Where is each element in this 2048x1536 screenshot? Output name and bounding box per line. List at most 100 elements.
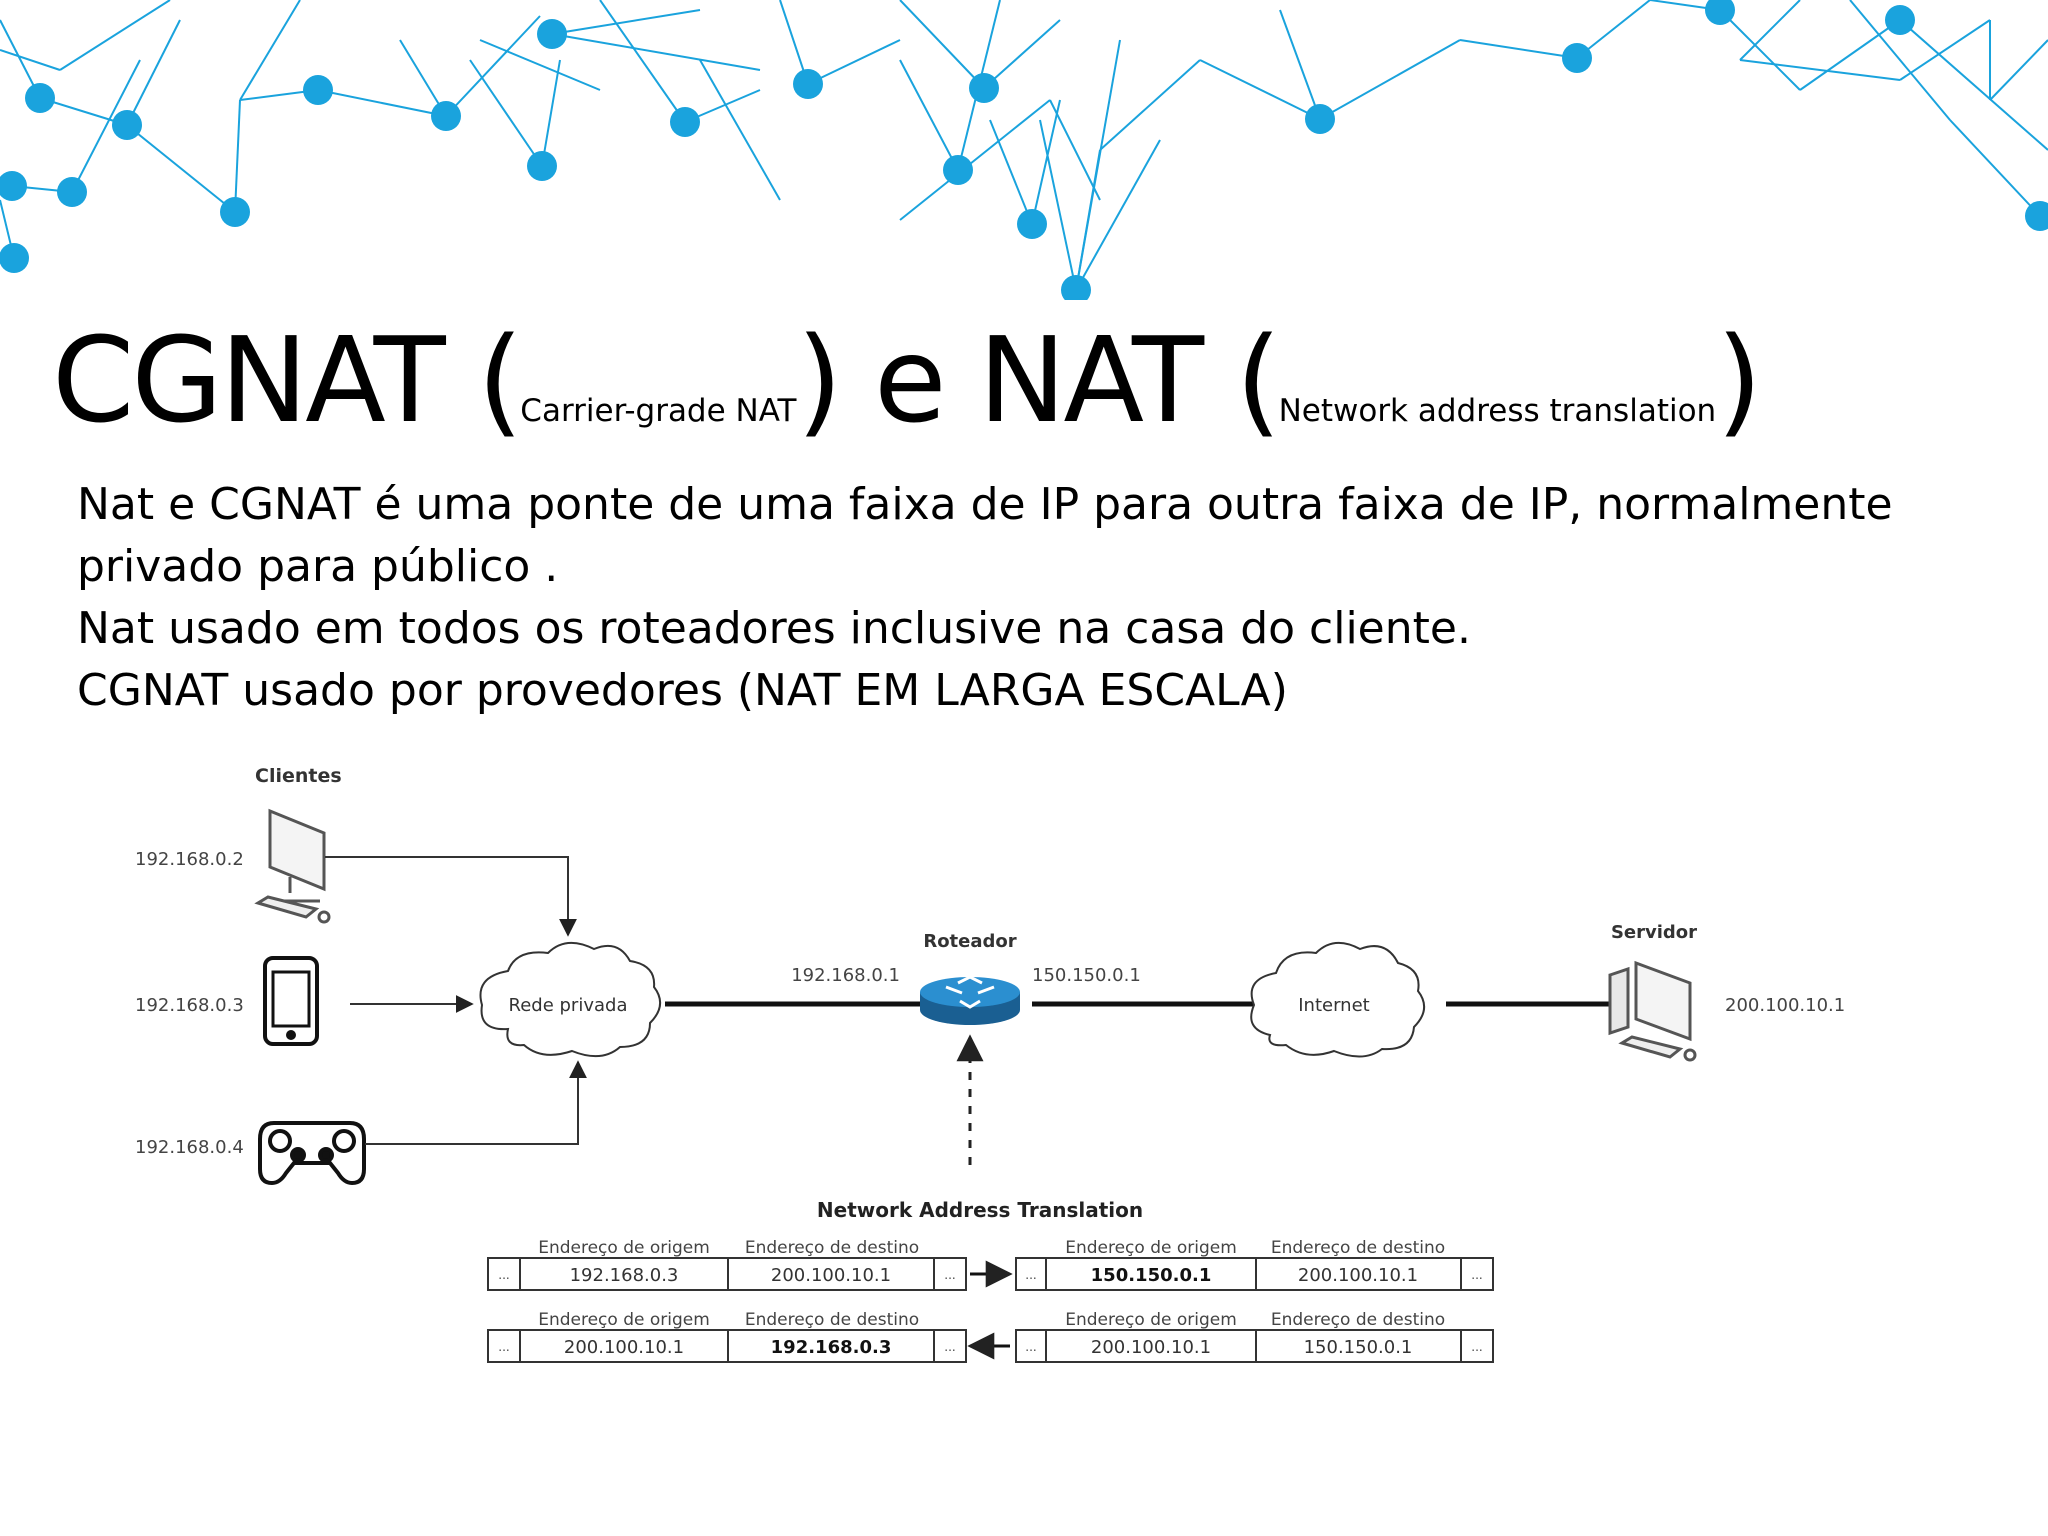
- network-line: [1199, 59, 1321, 120]
- cell-ellipsis: ...: [498, 1268, 509, 1282]
- cell-ellipsis: ...: [944, 1340, 955, 1354]
- network-node: [1562, 43, 1592, 73]
- network-line: [551, 33, 761, 71]
- server-ip: 200.100.10.1: [1725, 995, 1845, 1016]
- network-node: [793, 69, 823, 99]
- internet-label: Internet: [1298, 995, 1369, 1016]
- network-line: [71, 59, 141, 193]
- network-node: [1017, 209, 1047, 239]
- network-node: [1885, 5, 1915, 35]
- router-public-ip: 150.150.0.1: [1032, 965, 1141, 986]
- desktop-computer-icon: [254, 808, 331, 924]
- title-cgnat: CGNAT (: [52, 311, 523, 449]
- cell-origin: 200.100.10.1: [564, 1337, 684, 1358]
- network-line: [317, 89, 447, 117]
- nat-diagram: Clientes 192.168.0.2 192.168.0.3 192.168…: [135, 765, 1845, 1363]
- network-line: [1949, 119, 2041, 217]
- network-line: [807, 39, 901, 85]
- network-line: [1989, 39, 2048, 101]
- network-line: [126, 19, 181, 126]
- network-line: [1719, 9, 1801, 91]
- network-node: [670, 107, 700, 137]
- network-node: [969, 73, 999, 103]
- network-line: [59, 0, 171, 71]
- nat-row-outbound: Endereço de origem Endereço de destino .…: [487, 1238, 1494, 1291]
- header-destination: Endereço de destino: [1271, 1238, 1445, 1258]
- network-node: [57, 177, 87, 207]
- network-node: [0, 243, 29, 273]
- network-line: [39, 97, 128, 126]
- client-ip-phone: 192.168.0.3: [135, 995, 244, 1016]
- network-line: [1049, 99, 1101, 201]
- header-origin: Endereço de origem: [538, 1310, 710, 1330]
- network-line: [899, 99, 1051, 221]
- cell-origin-translated: 150.150.0.1: [1091, 1265, 1212, 1286]
- header-destination: Endereço de destino: [1271, 1310, 1445, 1330]
- nat-row-inbound: Endereço de origem Endereço de destino .…: [487, 1310, 1494, 1363]
- private-network-label: Rede privada: [509, 995, 628, 1016]
- gamepad-connector-line: [365, 1060, 587, 1145]
- network-pattern-decoration: [0, 0, 2048, 300]
- cell-origin: 192.168.0.3: [570, 1265, 679, 1286]
- network-line: [1099, 59, 1201, 151]
- cell-origin: 200.100.10.1: [1091, 1337, 1211, 1358]
- network-line: [899, 0, 985, 89]
- cell-ellipsis: ...: [1471, 1268, 1482, 1282]
- network-node: [1061, 275, 1091, 300]
- header-destination: Endereço de destino: [745, 1310, 919, 1330]
- network-line: [1279, 9, 1321, 120]
- cell-ellipsis: ...: [1025, 1268, 1036, 1282]
- header-destination: Endereço de destino: [745, 1238, 919, 1258]
- clients-label: Clientes: [255, 765, 342, 787]
- network-line: [989, 119, 1033, 225]
- network-line: [1319, 39, 1461, 120]
- header-origin: Endereço de origem: [538, 1238, 710, 1258]
- network-line: [699, 59, 781, 201]
- network-line: [983, 19, 1061, 89]
- desktop-connector-line: [325, 856, 577, 937]
- router-label: Roteador: [923, 931, 1016, 952]
- smartphone-icon: [263, 956, 319, 1046]
- router-private-ip: 192.168.0.1: [791, 965, 900, 986]
- slide-body: Nat e CGNAT é uma ponte de uma faixa de …: [77, 474, 1997, 722]
- cell-ellipsis: ...: [1025, 1340, 1036, 1354]
- body-paragraph: Nat e CGNAT é uma ponte de uma faixa de …: [77, 479, 1893, 592]
- router-icon: [920, 975, 1020, 1025]
- cell-destination-translated: 192.168.0.3: [771, 1337, 892, 1358]
- network-node: [1305, 104, 1335, 134]
- gamepad-icon: [258, 1121, 366, 1186]
- nat-table-title: Network Address Translation: [817, 1198, 1143, 1222]
- cell-ellipsis: ...: [498, 1340, 509, 1354]
- network-node: [220, 197, 250, 227]
- title-nat: ) e NAT (: [796, 311, 1281, 449]
- client-ip-desktop: 192.168.0.2: [135, 849, 244, 870]
- network-line: [1739, 59, 1901, 81]
- network-line: [1739, 0, 1801, 61]
- network-line: [1075, 39, 1121, 291]
- server-computer-icon: [1608, 960, 1697, 1062]
- network-node: [2025, 201, 2048, 231]
- network-line: [1075, 139, 1161, 291]
- cell-ellipsis: ...: [1471, 1340, 1482, 1354]
- cell-destination: 200.100.10.1: [771, 1265, 891, 1286]
- body-paragraph: Nat usado em todos os roteadores inclusi…: [77, 603, 1471, 654]
- server-label: Servidor: [1611, 922, 1697, 943]
- network-node: [527, 151, 557, 181]
- cell-destination: 150.150.0.1: [1304, 1337, 1413, 1358]
- network-line: [1799, 19, 1901, 91]
- network-node: [431, 101, 461, 131]
- header-origin: Endereço de origem: [1065, 1238, 1237, 1258]
- title-close-paren: ): [1716, 311, 1762, 449]
- network-line: [899, 59, 959, 171]
- cell-destination: 200.100.10.1: [1298, 1265, 1418, 1286]
- internet-cloud: [1250, 942, 1425, 1058]
- network-line: [1849, 0, 1951, 121]
- network-line: [599, 0, 686, 123]
- network-node: [303, 75, 333, 105]
- network-line: [445, 15, 541, 117]
- network-line: [234, 99, 241, 213]
- private-network-cloud: [479, 942, 661, 1058]
- network-line: [469, 59, 543, 167]
- network-node: [537, 19, 567, 49]
- slide-title: CGNAT (Carrier-grade NAT) e NAT (Network…: [52, 300, 1762, 491]
